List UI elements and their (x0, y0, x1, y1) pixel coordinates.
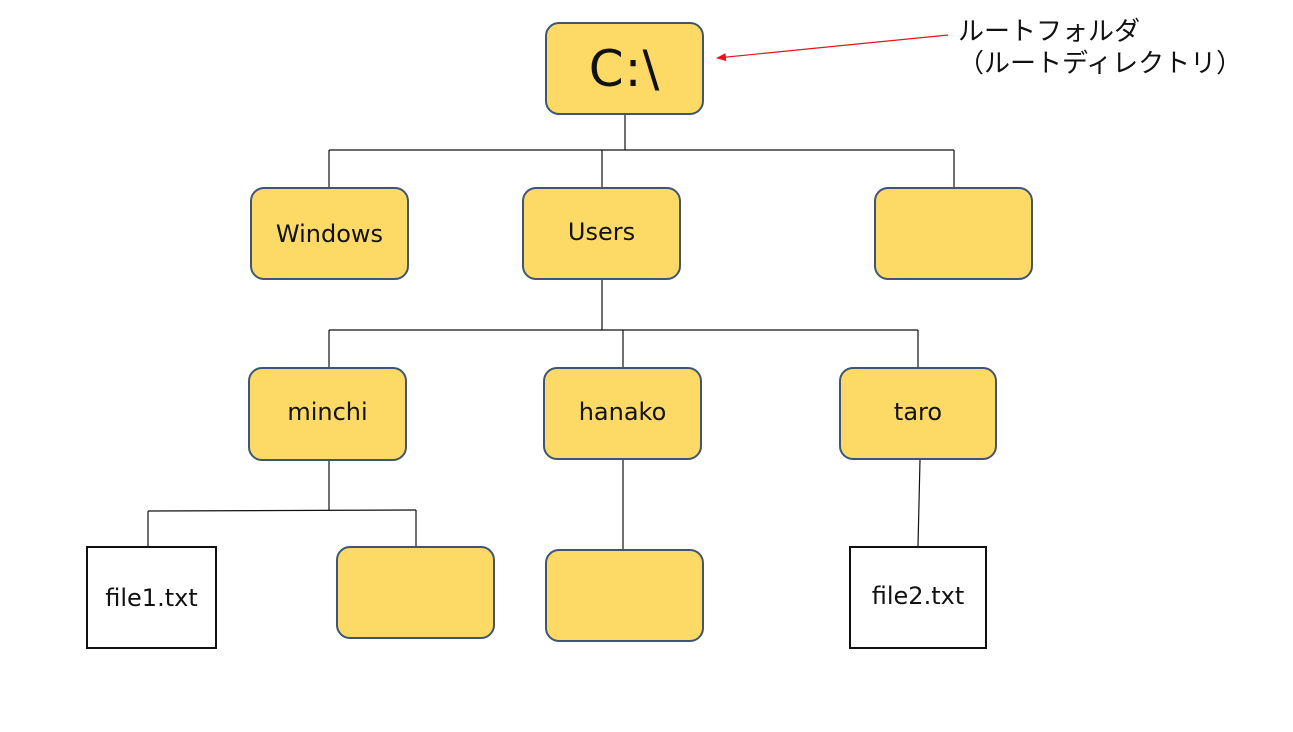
folder-taro[interactable]: taro (839, 367, 997, 460)
file-file1-label: file1.txt (105, 583, 198, 612)
folder-unnamed-hanako[interactable] (545, 549, 704, 642)
folder-windows[interactable]: Windows (250, 187, 409, 280)
file-file2-txt[interactable]: file2.txt (849, 546, 987, 649)
connector-taro-down (917, 459, 921, 547)
folder-minchi[interactable]: minchi (248, 367, 407, 461)
annotation-line2: （ルートディレクトリ） (958, 49, 1243, 79)
folder-users[interactable]: Users (522, 187, 681, 280)
folder-users-label: Users (567, 217, 636, 246)
root-folder-label: C:\ (588, 39, 661, 98)
folder-unnamed-level1[interactable] (874, 187, 1033, 280)
file-file1-txt[interactable]: file1.txt (86, 546, 217, 649)
folder-windows-label: Windows (275, 219, 384, 248)
annotation-line1: ルートフォルダ (958, 17, 1141, 47)
folder-taro-label: taro (893, 397, 943, 426)
folder-unnamed-minchi[interactable] (336, 546, 495, 639)
file-file2-label: file2.txt (871, 581, 965, 610)
folder-hanako[interactable]: hanako (543, 367, 702, 460)
root-folder-annotation: ルートフォルダ （ルートディレクトリ） (958, 16, 1242, 80)
folder-minchi-label: minchi (287, 398, 368, 426)
annotation-arrow (716, 34, 949, 62)
folder-hanako-label: hanako (578, 397, 667, 426)
root-folder[interactable]: C:\ (545, 22, 704, 115)
connector-level3-bus (147, 509, 417, 512)
